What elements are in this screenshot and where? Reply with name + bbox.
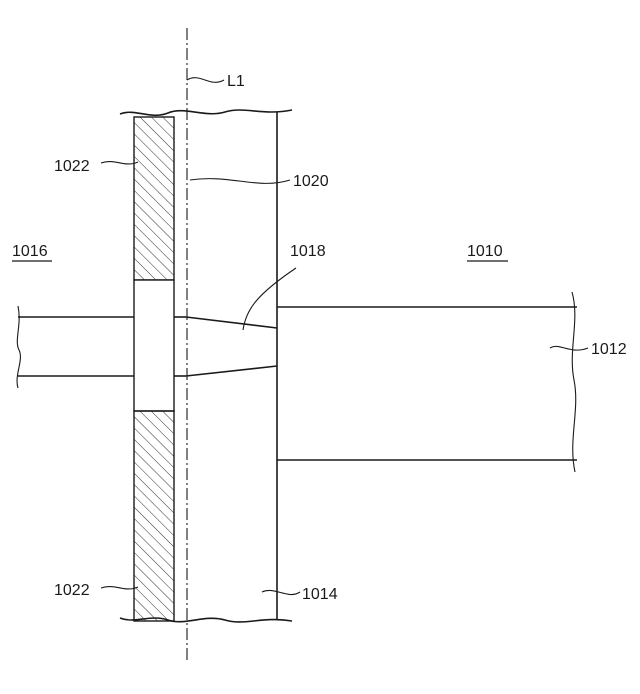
label-throat: 1018 [290, 243, 326, 260]
throat-lower-edge [186, 366, 277, 376]
hatched-wall-upper [134, 117, 174, 280]
label-axis-l1: L1 [227, 73, 245, 90]
hatched-wall-lower [134, 411, 174, 621]
leader-1020 [190, 179, 290, 184]
wall-opening [134, 280, 174, 411]
leader-1014 [262, 590, 300, 594]
label-wall-upper: 1022 [54, 158, 90, 175]
break-line-top [120, 110, 292, 115]
label-plate: 1020 [293, 173, 329, 190]
label-region-left: 1016 [12, 243, 48, 260]
leader-l1 [187, 78, 224, 83]
leader-1018 [243, 268, 296, 330]
leader-1012 [550, 346, 588, 350]
label-pipe: 1012 [591, 341, 627, 358]
label-panel: 1014 [302, 586, 338, 603]
leader-1022-lower [101, 587, 138, 589]
throat-upper-edge [186, 317, 277, 328]
right-pipe-break [572, 292, 576, 472]
label-wall-lower: 1022 [54, 582, 90, 599]
label-region-right: 1010 [467, 243, 503, 260]
leader-1022-upper [101, 162, 138, 164]
